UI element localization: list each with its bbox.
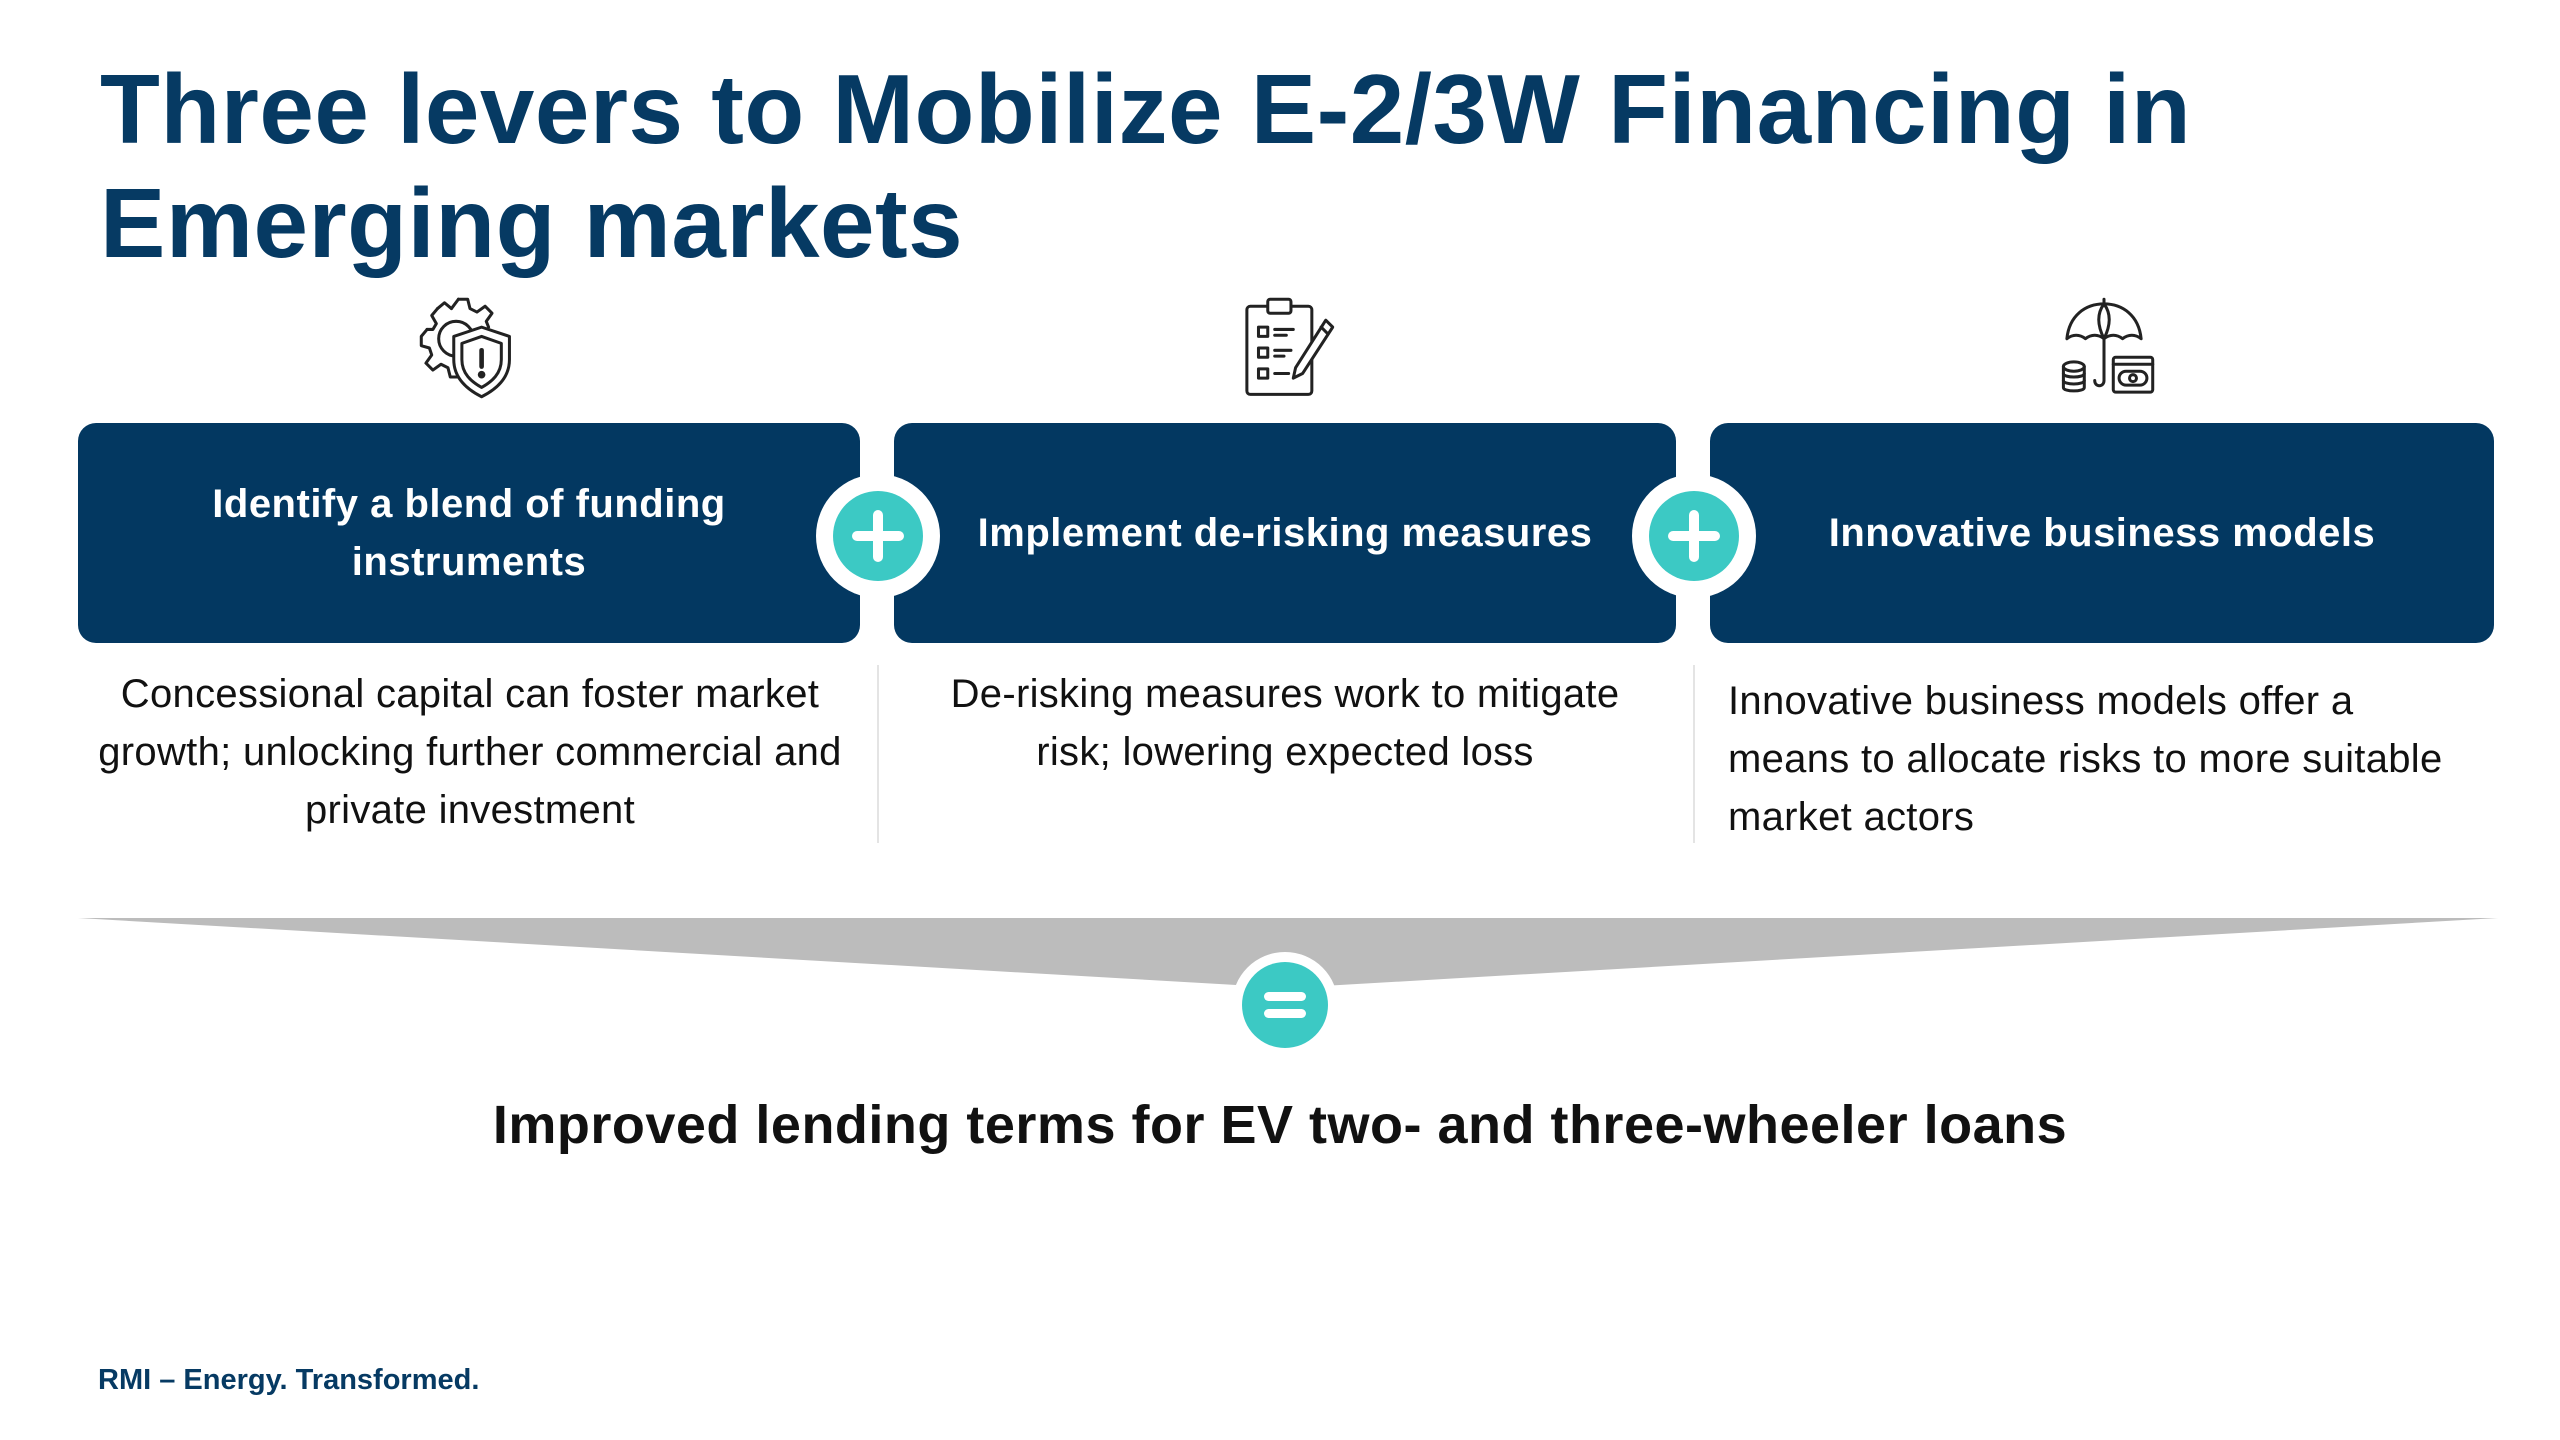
lever-card-business-models: Innovative business models xyxy=(1710,423,2494,643)
footer-branding: RMI – Energy. Transformed. xyxy=(98,1364,480,1396)
outcome-statement: Improved lending terms for EV two- and t… xyxy=(492,1095,2068,1155)
equals-connector xyxy=(1232,952,1338,1058)
checklist-clipboard-icon xyxy=(1226,290,1342,406)
plus-icon xyxy=(1649,491,1739,581)
lever-title: Identify a blend of funding instruments xyxy=(212,482,726,584)
plus-icon xyxy=(833,491,923,581)
lever-description: Concessional capital can foster market g… xyxy=(98,672,842,832)
gear-shield-warning-icon xyxy=(412,290,528,406)
page-title: Three levers to Mobilize E-2/3W Financin… xyxy=(100,54,2192,278)
lever-title: Implement de-risking measures xyxy=(977,511,1593,555)
lever-card-funding-instruments: Identify a blend of funding instruments xyxy=(78,423,860,643)
equals-icon xyxy=(1242,962,1328,1048)
plus-connector xyxy=(816,474,940,598)
umbrella-money-icon xyxy=(2046,290,2162,406)
lever-description: Innovative business models offer a means… xyxy=(1728,679,2443,839)
column-divider xyxy=(1693,665,1695,843)
lever-description: De-risking measures work to mitigate ris… xyxy=(950,672,1620,774)
plus-connector xyxy=(1632,474,1756,598)
column-divider xyxy=(877,665,879,843)
lever-card-de-risking: Implement de-risking measures xyxy=(894,423,1676,643)
lever-title: Innovative business models xyxy=(1828,511,2376,555)
